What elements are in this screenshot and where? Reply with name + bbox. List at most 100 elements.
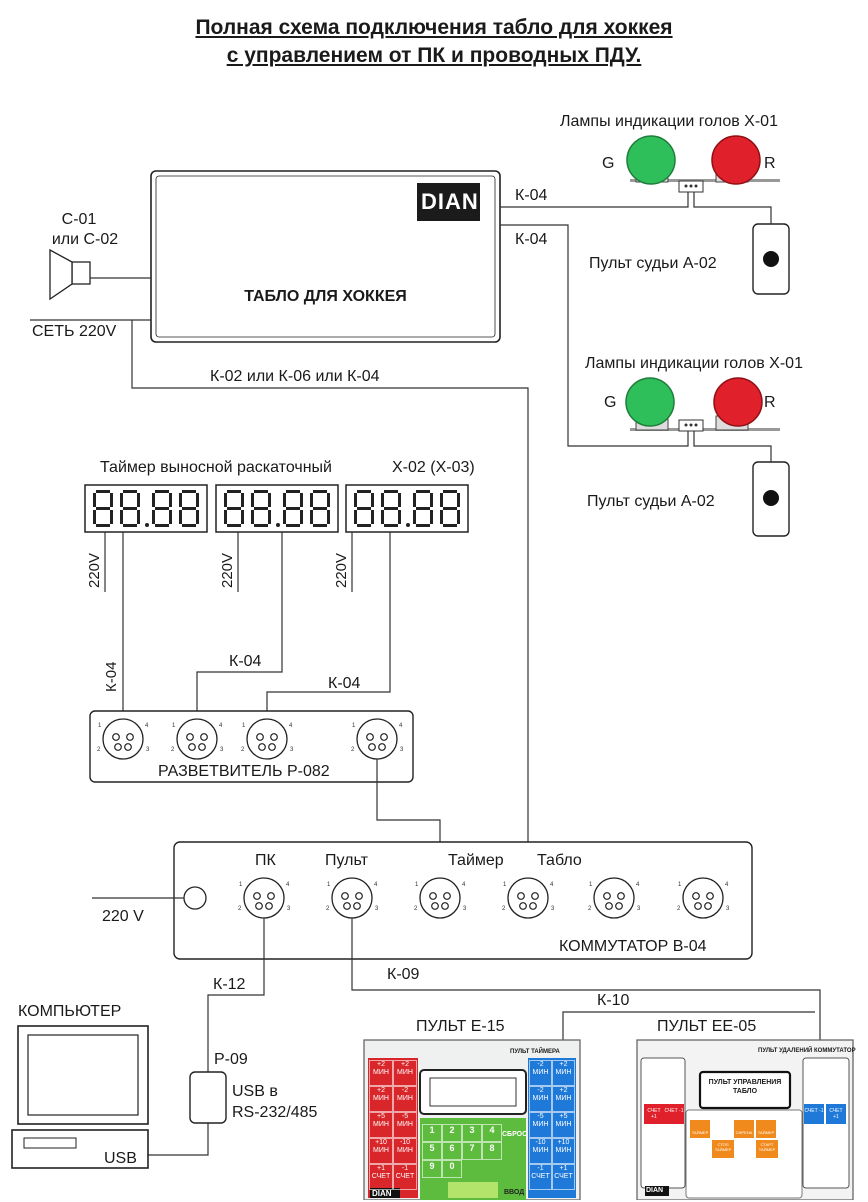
cable-k04-lamps-top: К-04 bbox=[515, 187, 548, 204]
lamp-green-label: G bbox=[604, 394, 617, 411]
lamp-red-label: R bbox=[764, 394, 776, 411]
console-ee05-score-r2: СЧЕТ +1 bbox=[829, 1108, 843, 1120]
computer-usb-label: USB bbox=[104, 1150, 137, 1167]
computer-label: КОМПЬЮТЕР bbox=[18, 1003, 122, 1020]
cable-k10: К-10 bbox=[597, 992, 630, 1009]
e15-digit-key-0: 1 bbox=[422, 1124, 442, 1142]
e15-right-key-2: -2 МИН bbox=[529, 1086, 552, 1112]
e15-digit-key-3: 4 bbox=[482, 1124, 502, 1142]
cable-k04-timer-1: К-04 bbox=[103, 661, 120, 692]
e15-digit-key-5: 6 bbox=[442, 1142, 462, 1160]
red-lamp-icon bbox=[713, 377, 763, 427]
computer-icon bbox=[11, 1025, 149, 1169]
e15-digit-key-2: 3 bbox=[462, 1124, 482, 1142]
console-ee05-header: ПУЛЬТ УДАЛЕНИЙ КОММУТАТОР bbox=[758, 1048, 856, 1054]
e15-left-key-0: +2 МИН bbox=[369, 1060, 393, 1086]
console-ee05-title-1: ПУЛЬТ УПРАВЛЕНИЯ bbox=[708, 1079, 782, 1086]
lamps-top-label: Лампы индикации голов X-01 bbox=[560, 113, 778, 130]
diagram-title-line1: Полная схема подключения табло для хокке… bbox=[195, 16, 673, 39]
referee-pult-bottom bbox=[752, 461, 790, 537]
console-ee05-stop-key: СТОП ТАЙМЕР bbox=[714, 1142, 732, 1152]
console-ee05-logo: DIAN bbox=[646, 1187, 664, 1194]
switch-name: КОММУТАТОР В-04 bbox=[559, 938, 707, 955]
e15-digit-key-9: 0 bbox=[442, 1160, 462, 1178]
console-ee05-label: ПУЛЬТ ЕЕ-05 bbox=[657, 1018, 757, 1035]
cable-k04-timer-2: К-04 bbox=[229, 653, 262, 670]
console-e15-enter: ВВОД bbox=[504, 1189, 525, 1196]
red-lamp-icon bbox=[711, 135, 761, 185]
console-e15-label: ПУЛЬТ Е-15 bbox=[416, 1018, 505, 1035]
console-ee05-score-l1: СЧЕТ +1 bbox=[647, 1108, 661, 1120]
usb-converter bbox=[189, 1071, 227, 1124]
speaker-label-2: или С-02 bbox=[51, 231, 119, 248]
e15-left-key-5: -5 МИН bbox=[393, 1112, 417, 1138]
dian-logo-icon bbox=[417, 183, 480, 221]
e15-digit-key-6: 7 bbox=[462, 1142, 482, 1160]
cable-k04-timer-3: К-04 bbox=[328, 675, 361, 692]
switch-port-pult: Пульт bbox=[325, 852, 368, 869]
goal-lamps-top bbox=[626, 135, 780, 193]
converter-line1: USB в bbox=[232, 1083, 278, 1100]
e15-left-key-6: +10 МИН bbox=[369, 1138, 393, 1164]
e15-right-key-1: +2 МИН bbox=[552, 1060, 575, 1086]
green-lamp-icon bbox=[625, 377, 675, 427]
e15-right-key-0: -2 МИН bbox=[529, 1060, 552, 1086]
e15-right-key-8: -1 СЧЕТ bbox=[529, 1164, 552, 1190]
console-e15-left-keys: +2 МИН+2 МИН+2 МИН-2 МИН+5 МИН-5 МИН+10 … bbox=[369, 1060, 417, 1190]
e15-digit-key-1: 2 bbox=[442, 1124, 462, 1142]
console-ee05-timer-key-2: ТАЙМЕР bbox=[757, 1130, 775, 1135]
timer-display-2 bbox=[215, 484, 339, 533]
timer-display-3 bbox=[345, 484, 469, 533]
console-ee05 bbox=[636, 1039, 854, 1200]
console-ee05-title-2: ТАБЛО bbox=[732, 1088, 758, 1095]
e15-left-key-7: -10 МИН bbox=[393, 1138, 417, 1164]
e15-right-key-9: +1 СЧЕТ bbox=[552, 1164, 575, 1190]
timer-display-1 bbox=[84, 484, 208, 533]
e15-left-key-1: +2 МИН bbox=[393, 1060, 417, 1086]
console-e15-logo: DIAN bbox=[372, 1189, 392, 1198]
e15-right-key-3: +2 МИН bbox=[552, 1086, 575, 1112]
scoreboard-name: ТАБЛО ДЛЯ ХОККЕЯ bbox=[244, 288, 407, 305]
e15-right-key-6: -10 МИН bbox=[529, 1138, 552, 1164]
speaker-icon bbox=[49, 248, 91, 301]
e15-digit-key-7: 8 bbox=[482, 1142, 502, 1160]
e15-right-key-7: +10 МИН bbox=[552, 1138, 575, 1164]
e15-left-key-2: +2 МИН bbox=[369, 1086, 393, 1112]
timer-label: Таймер выносной раскаточный bbox=[100, 459, 332, 476]
console-ee05-timer-key: ТАЙМЕР bbox=[691, 1130, 709, 1135]
timer-model: X-02 (X-03) bbox=[392, 459, 475, 476]
e15-left-key-3: -2 МИН bbox=[393, 1086, 417, 1112]
e15-digit-key-8: 9 bbox=[422, 1160, 442, 1178]
e15-left-key-4: +5 МИН bbox=[369, 1112, 393, 1138]
lamp-green-label: G bbox=[602, 155, 615, 172]
console-ee05-score-r1: СЧЕТ -1 bbox=[804, 1108, 824, 1114]
console-ee05-start-key: СТАРТ ТАЙМЕР bbox=[758, 1142, 776, 1152]
console-e15-reset: СБРОС bbox=[502, 1131, 528, 1138]
switch-power-label: 220 V bbox=[102, 908, 144, 925]
diagram-title-line2: с управлением от ПК и проводных ПДУ. bbox=[226, 44, 642, 67]
goal-lamps-bottom bbox=[625, 377, 780, 432]
referee-top-label: Пульт судьи А-02 bbox=[589, 255, 717, 272]
cable-k02-k06-k04: К-02 или К-06 или К-04 bbox=[210, 368, 380, 385]
cable-k09: К-09 bbox=[387, 966, 420, 983]
converter-line2: RS-232/485 bbox=[232, 1104, 318, 1121]
scoreboard-logo: DIAN bbox=[421, 189, 479, 214]
lamp-red-label: R bbox=[764, 155, 776, 172]
console-e15-header: ПУЛЬТ ТАЙМЕРА bbox=[510, 1049, 560, 1055]
referee-pult-top bbox=[752, 223, 790, 295]
green-lamp-icon bbox=[626, 135, 676, 185]
e15-left-key-9: -1 СЧЕТ bbox=[393, 1164, 417, 1190]
e15-right-key-5: +5 МИН bbox=[552, 1112, 575, 1138]
power-main-label: СЕТЬ 220V bbox=[32, 323, 117, 340]
timer-power-2: 220V bbox=[219, 552, 236, 588]
lamps-bottom-label: Лампы индикации голов X-01 bbox=[585, 355, 803, 372]
cable-k04-lamps-bottom: К-04 bbox=[515, 231, 548, 248]
converter-model: P-09 bbox=[214, 1051, 248, 1068]
speaker-label-1: С-01 bbox=[61, 211, 97, 228]
e15-digit-key-4: 5 bbox=[422, 1142, 442, 1160]
console-e15-right-keys: -2 МИН+2 МИН-2 МИН+2 МИН-5 МИН+5 МИН-10 … bbox=[529, 1060, 575, 1190]
switch-port-pc: ПК bbox=[255, 852, 276, 869]
splitter-name: РАЗВЕТВИТЕЛЬ Р-082 bbox=[158, 763, 330, 780]
